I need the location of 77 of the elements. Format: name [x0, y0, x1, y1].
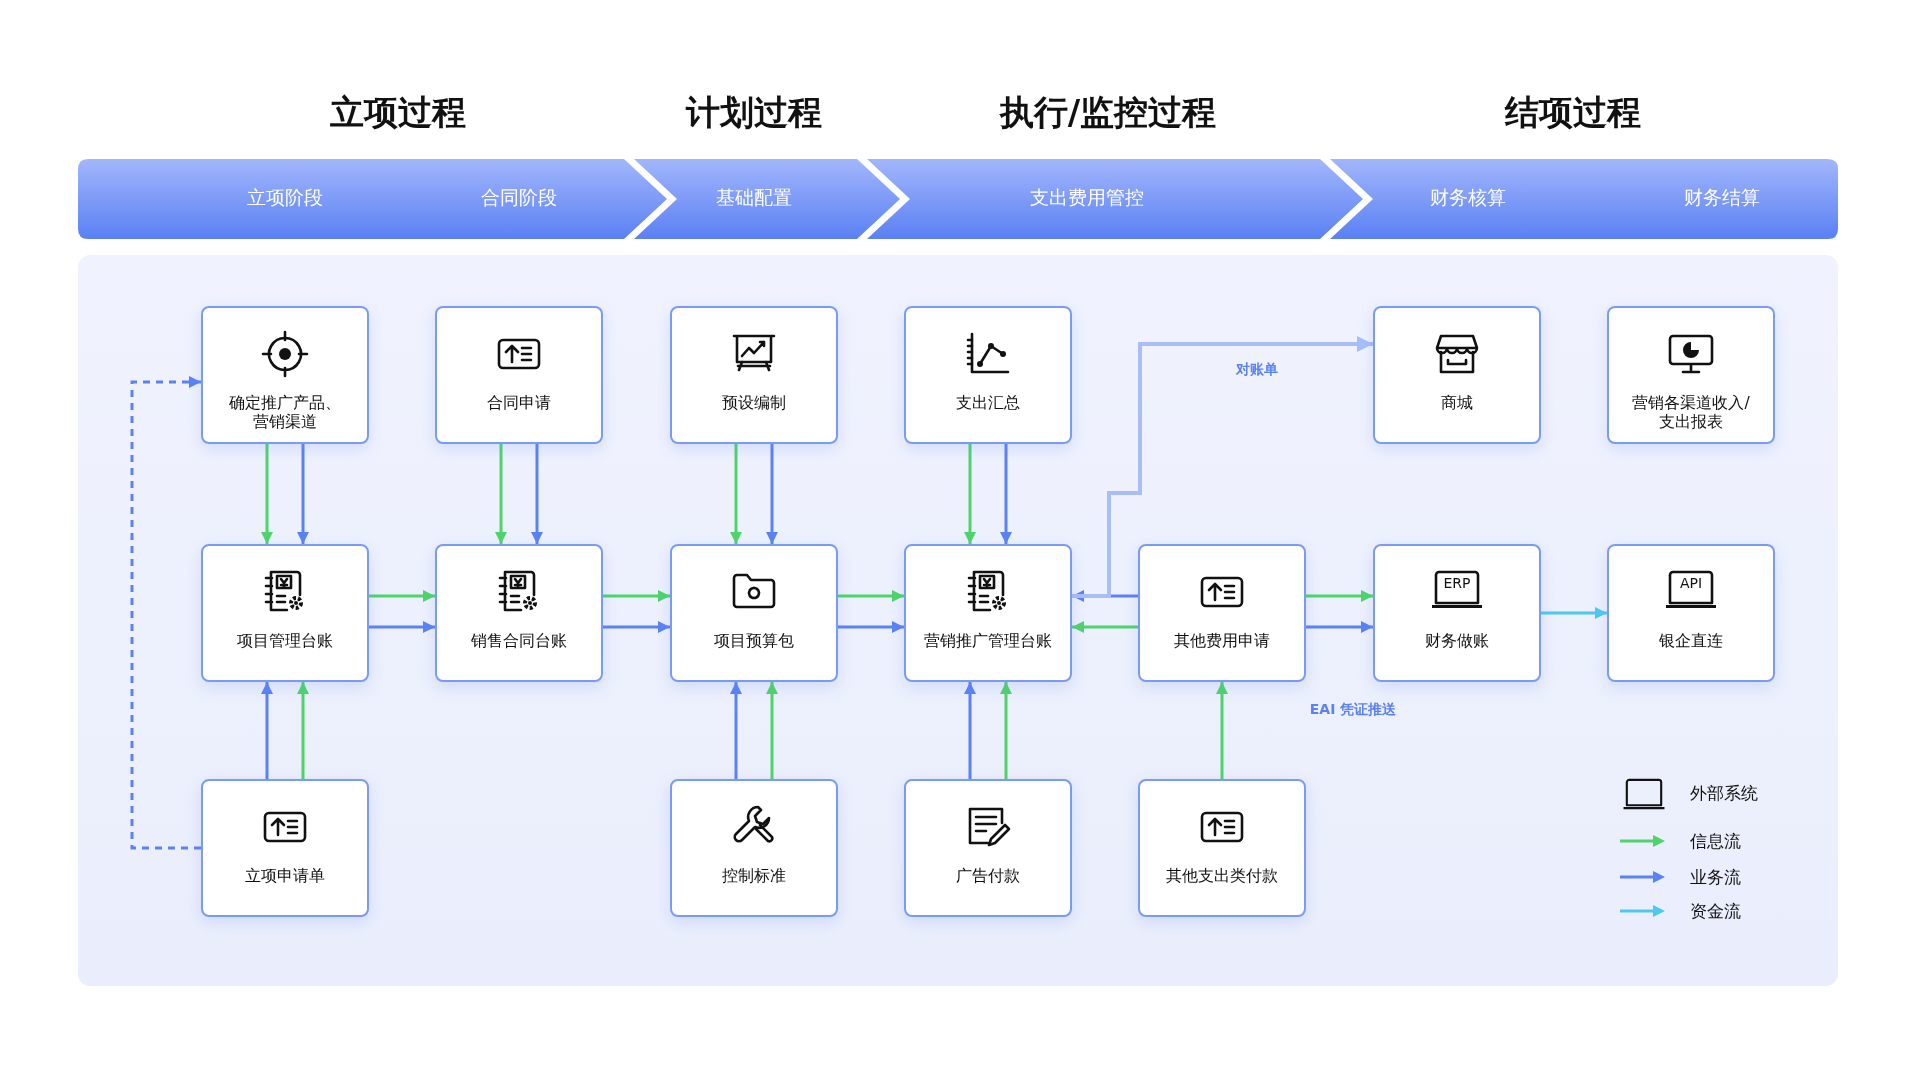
box-label: 营销各渠道收入/支出报表: [1631, 394, 1751, 433]
arrow: [297, 444, 309, 544]
arrow: [603, 590, 670, 602]
box-label: 支出汇总: [956, 394, 1020, 414]
box-label: 商城: [1441, 394, 1473, 414]
process-box: [1373, 306, 1541, 444]
phase-title: 计划过程: [686, 91, 822, 134]
arrow: [730, 444, 742, 544]
box-label: 预设编制: [722, 394, 786, 414]
arrow: [369, 590, 435, 602]
box-label: 其他支出类付款: [1166, 867, 1278, 887]
process-box: [1373, 544, 1541, 682]
phase-label: 立项阶段: [247, 185, 323, 210]
box-label: 营销推广管理台账: [924, 632, 1052, 652]
process-box: [1138, 779, 1306, 917]
process-box: [1607, 306, 1775, 444]
process-box: [904, 544, 1072, 682]
arrow: [369, 621, 435, 633]
box-label: 合同申请: [487, 394, 551, 414]
process-box: [1138, 544, 1306, 682]
phase-title: 结项过程: [1505, 91, 1641, 134]
legend-label: 资金流: [1690, 899, 1741, 923]
legend-label: 外部系统: [1690, 781, 1758, 805]
screen-text: API: [1678, 575, 1704, 591]
screen-text: ERP: [1442, 575, 1472, 591]
process-box: [201, 779, 369, 917]
flow-note: EAI 凭证推送: [1308, 700, 1398, 719]
phase-title: 立项过程: [330, 91, 466, 134]
box-label: 立项申请单: [245, 867, 325, 887]
legend-label: 信息流: [1690, 829, 1741, 853]
process-box: [904, 306, 1072, 444]
arrow: [964, 444, 976, 544]
arrow: [730, 682, 742, 779]
arrow: [297, 682, 309, 779]
phase-label: 基础配置: [716, 185, 792, 210]
arrow: [603, 621, 670, 633]
arrow: [531, 444, 543, 544]
box-label: 销售合同台账: [471, 632, 567, 652]
phase-label: 合同阶段: [481, 185, 557, 210]
box-label: 控制标准: [722, 867, 786, 887]
phase-title: 执行/监控过程: [999, 91, 1217, 134]
arrow: [1306, 590, 1373, 602]
box-label: 财务做账: [1425, 632, 1489, 652]
box-label: 其他费用申请: [1174, 632, 1270, 652]
process-box: [670, 779, 838, 917]
process-box: [201, 544, 369, 682]
arrow: [261, 682, 273, 779]
box-label: 银企直连: [1659, 632, 1723, 652]
arrow: [1541, 607, 1607, 619]
arrow: [766, 444, 778, 544]
process-box: [904, 779, 1072, 917]
process-box: [670, 306, 838, 444]
process-box: [1607, 544, 1775, 682]
box-label: 确定推广产品、营销渠道: [228, 394, 342, 433]
arrow: [1000, 682, 1012, 779]
arrow: [1306, 621, 1373, 633]
arrow: [261, 444, 273, 544]
process-box: [435, 544, 603, 682]
arrow: [1000, 444, 1012, 544]
phase-label: 支出费用管控: [1030, 185, 1144, 210]
arrow: [495, 444, 507, 544]
process-box: [201, 306, 369, 444]
box-label: 广告付款: [956, 867, 1020, 887]
process-box: [435, 306, 603, 444]
arrow: [1072, 621, 1138, 633]
process-box: [670, 544, 838, 682]
edge-label: 对账单: [1232, 360, 1281, 380]
arrow: [964, 682, 976, 779]
arrow: [838, 621, 904, 633]
arrow: [766, 682, 778, 779]
arrow: [1216, 682, 1228, 779]
legend-label: 业务流: [1690, 865, 1741, 889]
phase-label: 财务结算: [1684, 185, 1760, 210]
box-label: 项目预算包: [714, 632, 794, 652]
arrow: [838, 590, 904, 602]
box-label: 项目管理台账: [237, 632, 333, 652]
phase-label: 财务核算: [1430, 185, 1506, 210]
